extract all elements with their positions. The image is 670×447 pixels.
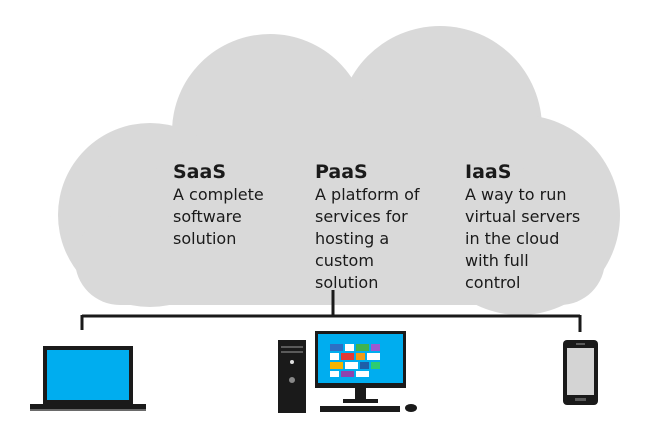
keyboard	[320, 406, 400, 412]
saas-column: SaaS A complete software solution	[173, 160, 298, 250]
saas-heading: SaaS	[173, 161, 227, 183]
mouse	[405, 404, 417, 412]
paas-heading: PaaS	[315, 161, 368, 183]
paas-description: A platform of services for hosting a cus…	[315, 185, 420, 292]
paas-column: PaaS A platform of services for hosting …	[315, 160, 435, 294]
connector-lines	[80, 290, 582, 332]
desktop-computer-icon	[278, 331, 417, 413]
computer-tower	[278, 340, 306, 413]
iaas-column: IaaS A way to run virtual servers in the…	[465, 160, 590, 294]
iaas-description: A way to run virtual servers in the clou…	[465, 185, 581, 292]
smartphone-icon	[563, 340, 598, 405]
saas-description: A complete software solution	[173, 185, 264, 248]
cloud-shape	[58, 26, 620, 315]
start-screen-tiles	[330, 344, 380, 377]
laptop-icon	[30, 346, 146, 411]
iaas-heading: IaaS	[465, 161, 512, 183]
